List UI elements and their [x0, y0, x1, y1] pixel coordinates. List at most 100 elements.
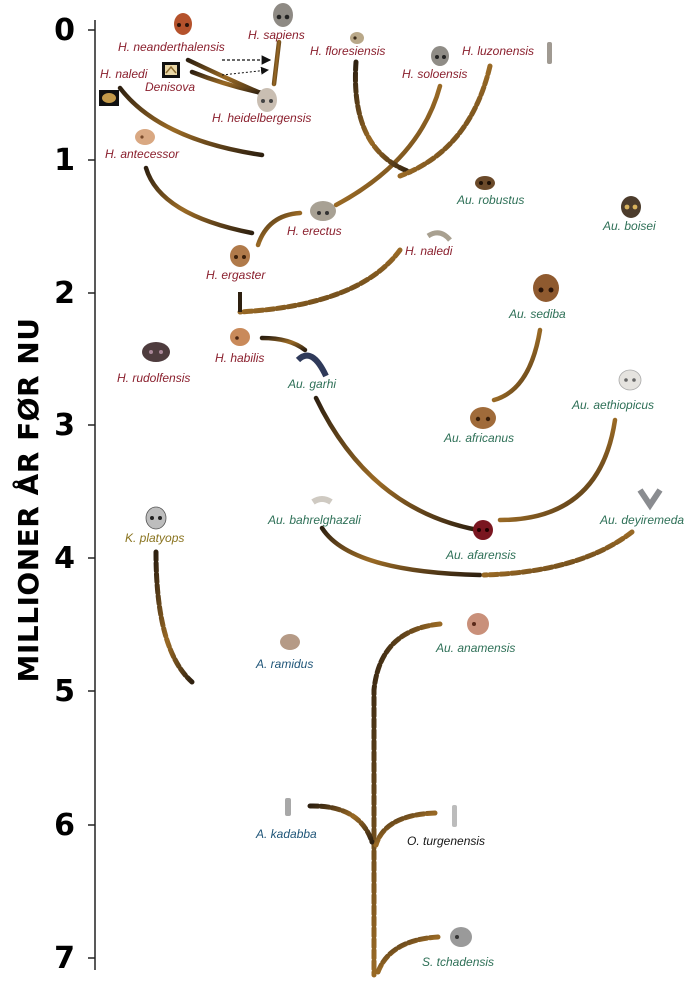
tick-0: 0 — [54, 13, 95, 48]
branch-garhi-afarensis — [313, 395, 481, 533]
tick-label-3: 3 — [54, 408, 75, 443]
label-neanderthalensis: H. neanderthalensis — [118, 40, 225, 54]
skull-icon-afarensis — [473, 520, 493, 540]
branch-bahrelghazali — [319, 525, 483, 578]
label-ramidus: A. ramidus — [255, 657, 313, 671]
branch-tchadensis — [375, 934, 441, 975]
jaw-icon-naledi-mid — [426, 230, 452, 242]
bone-icon-luzonensis — [547, 42, 552, 64]
tick-7: 7 — [54, 941, 95, 976]
label-deyiremeda: Au. deyiremeda — [599, 513, 684, 527]
tick-6: 6 — [54, 808, 95, 843]
skull-icon-antecessor — [135, 129, 155, 145]
branch-habilis — [259, 335, 308, 353]
label-heidelbergensis: H. heidelbergensis — [212, 111, 311, 125]
label-ergaster: H. ergaster — [206, 268, 266, 282]
tick-label-5: 5 — [54, 674, 75, 709]
solid-branches — [117, 39, 633, 609]
label-turgenensis: O. turgenensis — [407, 834, 485, 848]
tick-label-0: 0 — [54, 13, 75, 48]
tick-label-7: 7 — [54, 941, 75, 976]
label-aethiopicus: Au. aethiopicus — [571, 398, 654, 412]
branch-erectus-asia — [333, 83, 443, 208]
branch-denisova — [189, 69, 265, 96]
label-afarensis: Au. afarensis — [445, 548, 516, 562]
skull-icon-tchadensis — [450, 927, 472, 947]
skull-icon-platyops — [145, 506, 167, 530]
label-platyops: K. platyops — [125, 531, 184, 545]
bone-icon-kadabba — [285, 798, 291, 816]
tick-label-2: 2 — [54, 276, 75, 311]
tick-4: 4 — [54, 541, 95, 576]
label-soloensis: H. soloensis — [402, 67, 467, 81]
branch-platyops — [153, 549, 195, 685]
jaw-icon-garhi — [295, 352, 329, 378]
label-garhi: Au. garhi — [287, 377, 336, 391]
skull-icon-anamensis — [467, 613, 489, 635]
bone-icon-turgenensis — [452, 805, 457, 827]
skull-icon-sediba — [533, 274, 559, 302]
branch-erectus — [255, 210, 303, 248]
skull-icon-rudolfensis — [142, 342, 170, 362]
branch-deyiremeda — [481, 529, 635, 578]
label-antecessor: H. antecessor — [105, 147, 180, 161]
tick-3: 3 — [54, 408, 95, 443]
tick-5: 5 — [54, 674, 95, 709]
branch-aethiopicus — [497, 417, 618, 523]
time-axis: MILLIONER ÅR FØR NU 0 1 2 3 4 5 6 — [11, 13, 96, 976]
branch-naledi-mid — [237, 247, 403, 315]
branch-luzonensis — [397, 63, 493, 179]
skull-icon-heidelbergensis — [257, 88, 277, 112]
dashed-branches — [153, 59, 635, 978]
label-luzonensis: H. luzonensis — [462, 44, 534, 58]
tick-label-1: 1 — [54, 143, 75, 178]
jaw-icon-denisova — [162, 62, 180, 78]
tick-label-4: 4 — [54, 541, 75, 576]
label-tchadensis: S. tchadensis — [422, 955, 494, 969]
branch-sapiens — [271, 39, 282, 87]
branch-floresiensis — [352, 59, 413, 175]
skull-icon-naledi-top — [99, 90, 119, 106]
branch-sediba — [491, 327, 543, 403]
label-sapiens: H. sapiens — [248, 28, 305, 42]
skull-icon-neanderthalensis — [174, 13, 192, 35]
label-habilis: H. habilis — [215, 351, 264, 365]
label-robustus: Au. robustus — [456, 193, 524, 207]
branch-turgenensis — [373, 810, 438, 848]
fossil-icons — [99, 3, 663, 947]
species-labels: H. neanderthalensis H. sapiens H. flores… — [100, 28, 684, 969]
skull-icon-ergaster — [230, 245, 250, 267]
label-naledi-mid: H. naledi — [405, 244, 453, 258]
denisova-arrow — [221, 66, 269, 76]
label-bahrelghazali: Au. bahrelghazali — [267, 513, 361, 527]
skull-icon-soloensis — [431, 46, 449, 66]
label-boisei: Au. boisei — [602, 219, 656, 233]
label-anamensis: Au. anamensis — [435, 641, 515, 655]
axis-title: MILLIONER ÅR FØR NU — [11, 318, 45, 683]
skull-icon-boisei — [621, 196, 641, 218]
branch-naledi-top — [117, 85, 265, 158]
branch-antecessor — [143, 165, 255, 236]
jaw-icon-ramidus — [280, 634, 300, 650]
skull-icon-erectus — [310, 201, 336, 221]
label-naledi-top: H. naledi — [100, 67, 148, 81]
skull-icon-habilis — [230, 328, 250, 346]
label-rudolfensis: H. rudolfensis — [117, 371, 190, 385]
skull-icon-floresiensis — [350, 32, 364, 44]
label-kadabba: A. kadabba — [255, 827, 317, 841]
skull-icon-aethiopicus — [618, 369, 642, 391]
branch-anamensis-root — [371, 621, 443, 978]
tick-2: 2 — [54, 276, 95, 311]
branch-kadabba — [307, 803, 375, 845]
jaw-icon-deyiremeda — [637, 488, 663, 511]
label-floresiensis: H. floresiensis — [310, 44, 385, 58]
jaw-icon-bahrelghazali — [311, 496, 333, 505]
tick-1: 1 — [54, 143, 95, 178]
skull-icon-sapiens — [273, 3, 293, 27]
skull-icon-robustus — [475, 176, 495, 190]
label-africanus: Au. africanus — [443, 431, 514, 445]
label-sediba: Au. sediba — [508, 307, 566, 321]
label-denisova: Denisova — [145, 80, 195, 94]
label-erectus: H. erectus — [287, 224, 342, 238]
